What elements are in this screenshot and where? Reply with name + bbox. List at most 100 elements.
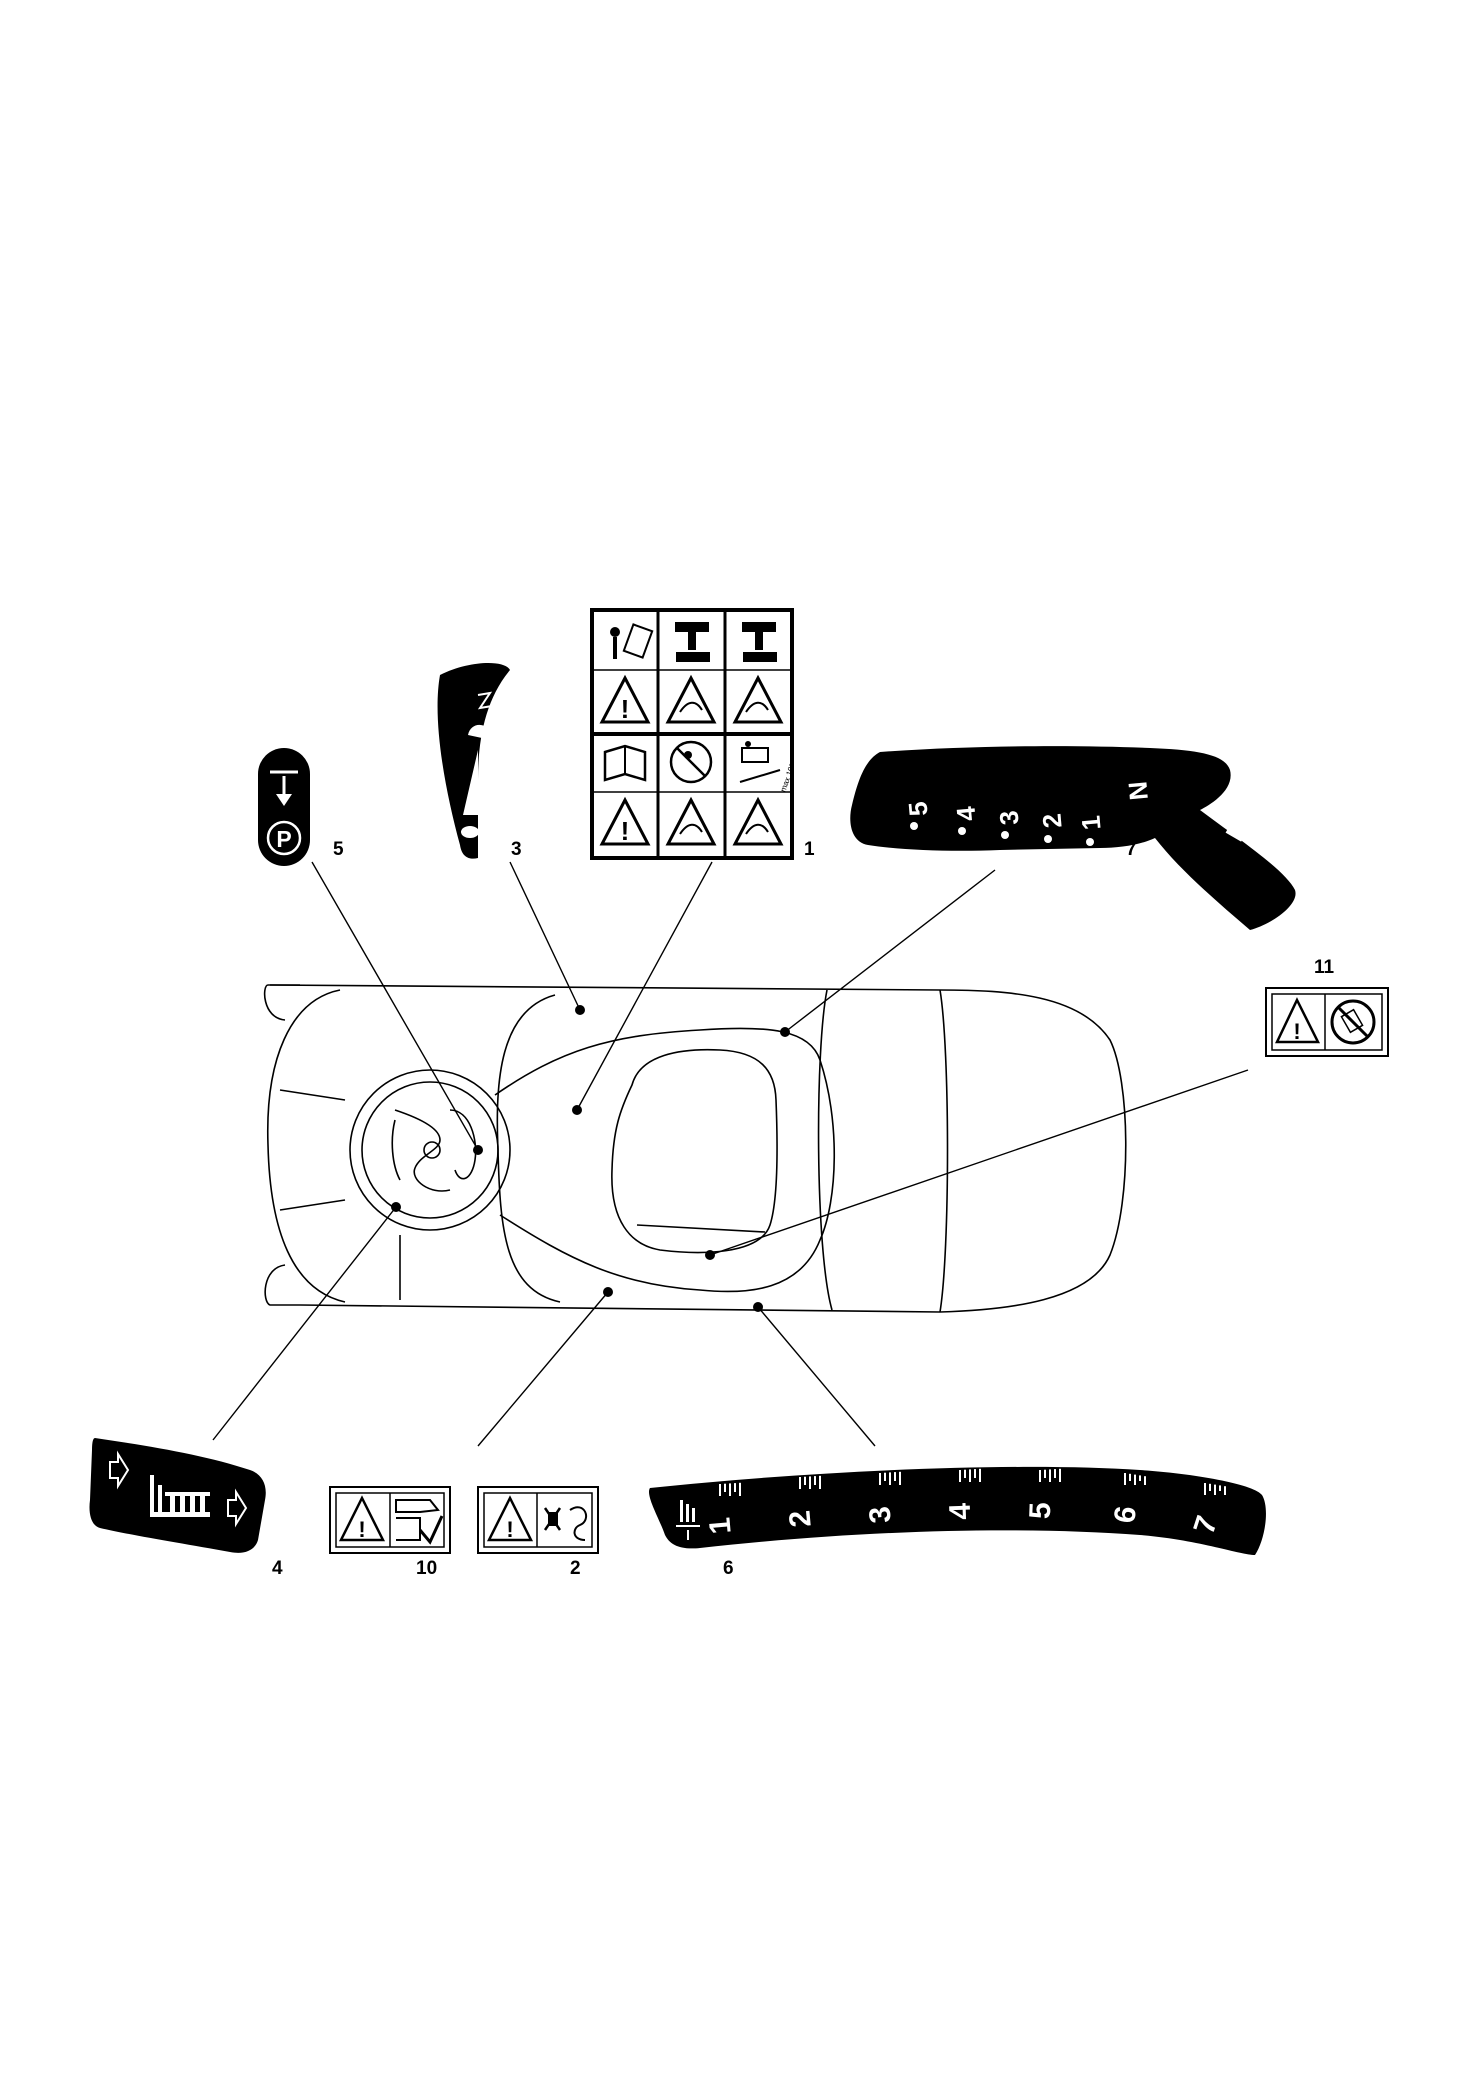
arrow-right-icon <box>227 1488 248 1528</box>
hood-line <box>279 1089 346 1101</box>
decal-7-gear-selector: 5 4 3 2 1 N R <box>850 746 1296 930</box>
leader-dot <box>572 1105 582 1115</box>
leader-7 <box>784 869 996 1033</box>
callout-6: 6 <box>723 1558 734 1579</box>
no-access-icon <box>1330 999 1376 1045</box>
warning-triangle-icon <box>486 1495 534 1542</box>
gear-label-neutral: N <box>1122 780 1154 801</box>
rear-deck-line <box>817 989 833 1311</box>
callout-11: 11 <box>1314 957 1335 978</box>
svg-text:!: ! <box>506 1517 513 1542</box>
seat <box>611 1048 778 1254</box>
scale-label-6: 6 <box>1108 1504 1143 1525</box>
lift-hazard-icon <box>675 622 710 662</box>
warning-triangle-icon <box>1275 997 1321 1044</box>
seat-edge <box>636 1224 766 1233</box>
scale-label-1: 1 <box>703 1516 737 1536</box>
callout-4: 4 <box>272 1558 283 1579</box>
leader-4 <box>212 1206 397 1441</box>
callout-10: 10 <box>416 1558 437 1579</box>
choke-icon <box>477 691 493 710</box>
gear-label-2: 2 <box>1036 812 1067 829</box>
height-scale-shape <box>648 1466 1266 1555</box>
arrow-right-icon <box>109 1450 130 1490</box>
decal-2-warning: ! <box>477 1486 599 1554</box>
throttle-decal-shape <box>437 663 510 859</box>
callout-1: 1 <box>804 839 815 860</box>
decal-4-cutting-control <box>89 1438 266 1553</box>
leader-11 <box>709 1069 1249 1256</box>
decal-5-parking-brake: P <box>258 748 310 866</box>
no-passenger-icon <box>669 740 713 784</box>
callout-3: 3 <box>511 839 522 860</box>
height-icon <box>676 1500 700 1540</box>
blade-hazard-icon <box>665 674 717 724</box>
decal-3-throttle <box>437 663 510 859</box>
decal-11-warning: ! <box>1265 987 1389 1057</box>
callout-5: 5 <box>333 839 344 860</box>
decal-10-warning: ! <box>329 1486 451 1554</box>
front-bumper-left <box>263 984 300 1021</box>
steering-spoke <box>394 1109 451 1192</box>
callout-numbers: 5 3 1 7 11 4 10 2 6 <box>272 839 1335 1579</box>
leader-dot <box>780 1027 790 1037</box>
gear-label-1: 1 <box>1075 814 1106 831</box>
leader-dot <box>391 1202 401 1212</box>
hand-hazard-icon <box>395 1499 444 1545</box>
gear-label-5: 5 <box>902 800 933 817</box>
rabbit-icon <box>468 724 488 738</box>
svg-text:!: ! <box>358 1517 365 1542</box>
decal-2-border <box>477 1486 599 1554</box>
speed-wedge-icon <box>463 750 478 815</box>
leader-3 <box>509 861 581 1011</box>
blade-hazard-icon-2 <box>732 674 784 724</box>
scale-label-3: 3 <box>863 1505 897 1525</box>
turtle-icon <box>461 826 479 838</box>
leader-dot <box>603 1287 613 1297</box>
scale-ticks <box>719 1468 1226 1496</box>
center-pod <box>496 994 561 1303</box>
rollover-hazard-icon <box>732 796 784 846</box>
svg-text:!: ! <box>621 816 630 846</box>
parking-icon <box>266 820 302 856</box>
parking-symbol: P <box>276 826 291 852</box>
leader-6 <box>757 1306 876 1447</box>
seat-tray <box>494 1027 836 1293</box>
steering-wheel-inner <box>361 1081 499 1219</box>
decal-1-warning-grid: ! max 10° ! <box>590 608 797 860</box>
leader-2 <box>477 1291 609 1447</box>
steering-hub <box>423 1141 441 1159</box>
lift-hazard-icon-2 <box>742 622 777 662</box>
parking-decal-shape <box>258 748 310 866</box>
callout-7: 7 <box>1126 839 1137 860</box>
warning-triangle-icon <box>338 1495 386 1542</box>
no-fuel-rotation-icon <box>543 1506 588 1541</box>
steering-spoke-2 <box>449 1109 477 1180</box>
gear-decal-shape <box>850 746 1296 930</box>
gear-label-4: 4 <box>950 805 981 823</box>
decal-11-border <box>1265 987 1389 1057</box>
leader-dot <box>575 1005 585 1015</box>
body-outline <box>269 984 1127 1313</box>
rear-deck-line-2 <box>939 989 949 1313</box>
scale-label-4: 4 <box>944 1502 978 1520</box>
gear-label-3: 3 <box>993 809 1024 826</box>
svg-text:!: ! <box>621 694 630 724</box>
key-manual-icon <box>610 623 654 659</box>
steering-wheel-outer <box>349 1069 511 1231</box>
leader-lines <box>212 861 1249 1447</box>
warning-triangle-icon <box>599 674 651 724</box>
callout-2: 2 <box>570 1558 581 1579</box>
hood-outline <box>266 989 346 1303</box>
grass-cutting-icon <box>150 1475 210 1517</box>
svg-text:!: ! <box>1293 1019 1300 1044</box>
scale-label-5: 5 <box>1024 1502 1058 1520</box>
leader-dot <box>473 1145 483 1155</box>
steering-spoke-3 <box>391 1119 401 1181</box>
front-bumper-right <box>264 1264 300 1306</box>
scale-label-2: 2 <box>783 1509 817 1529</box>
thrown-object-icon <box>665 796 717 846</box>
decal-6-height-scale: 1 2 3 4 5 6 7 <box>648 1466 1266 1555</box>
gear-positions: 5 4 3 2 1 N R <box>902 780 1255 846</box>
